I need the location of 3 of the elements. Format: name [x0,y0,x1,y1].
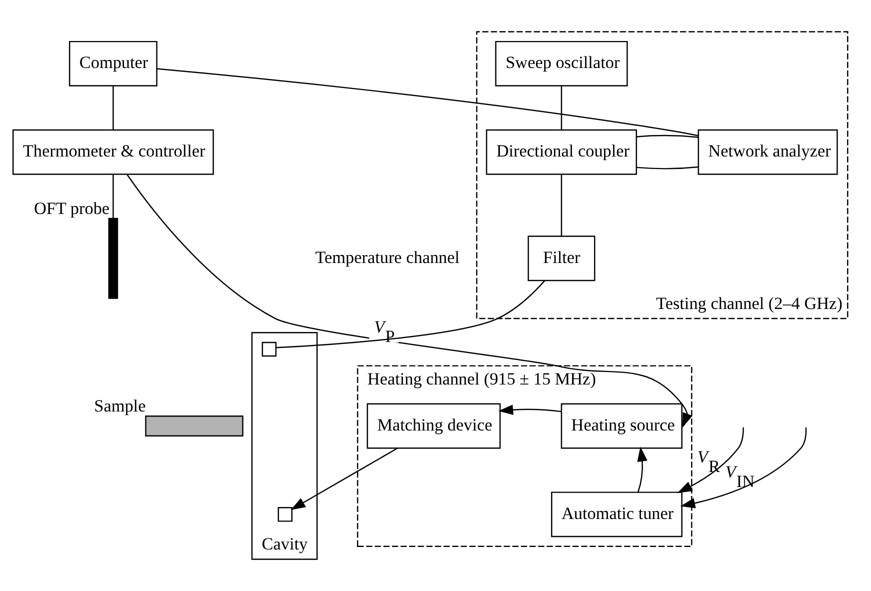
label: Temperature channel [315,248,460,267]
node-label: OFT probe [34,198,110,218]
node-label: Sample [94,396,146,416]
